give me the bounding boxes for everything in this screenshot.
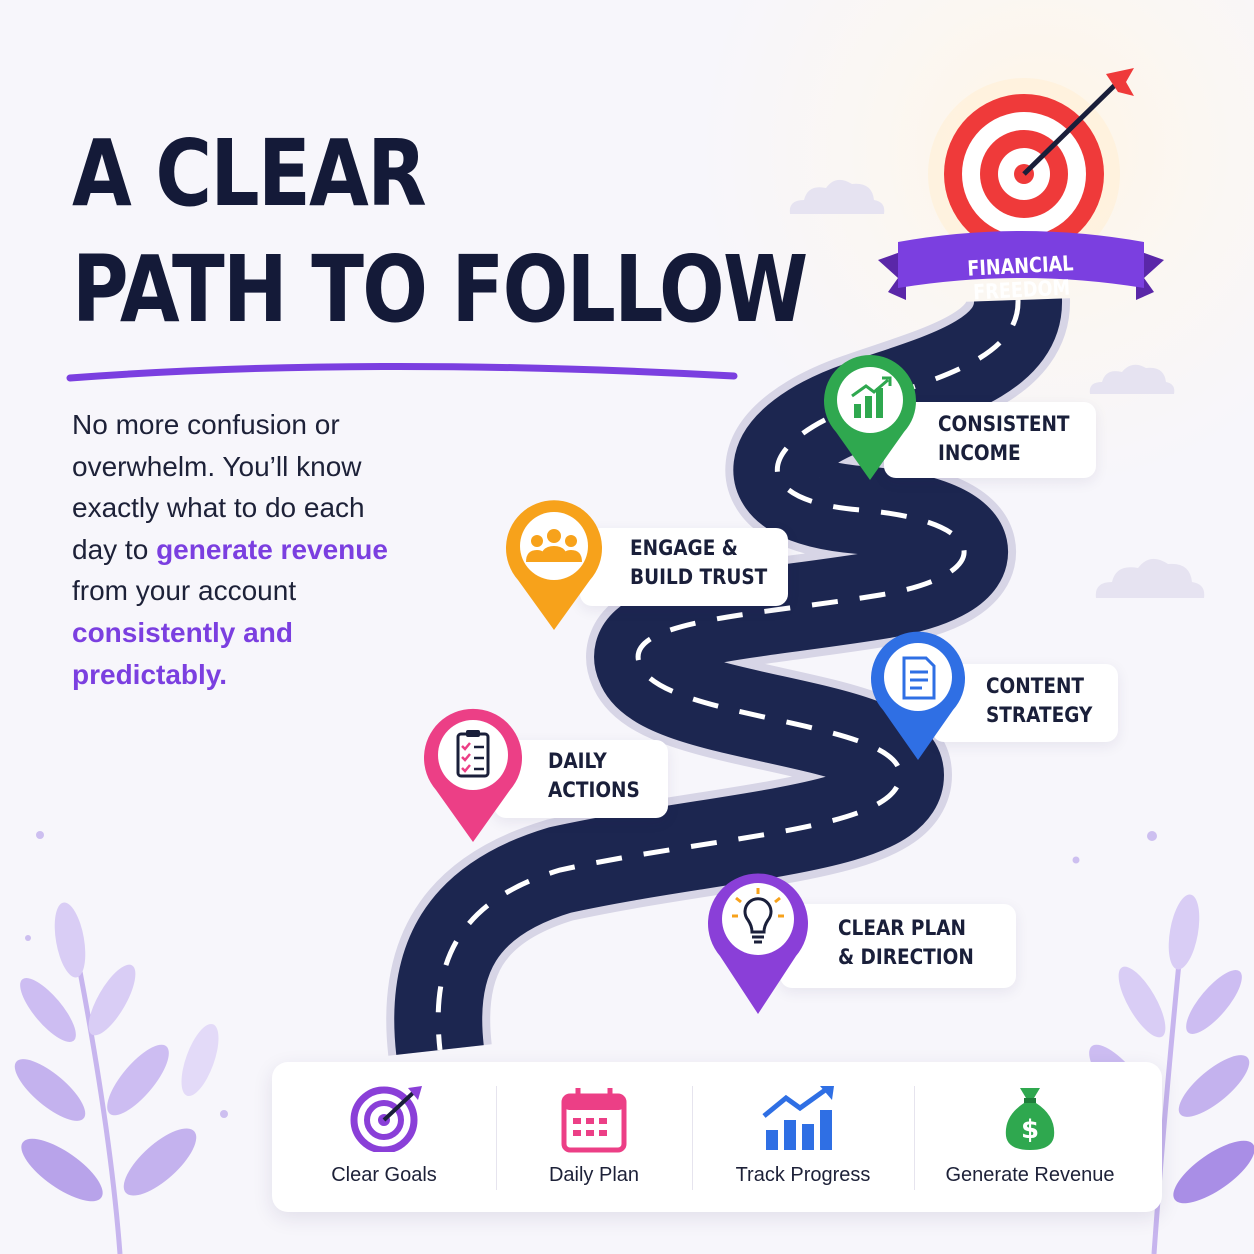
- feature-label: Clear Goals: [331, 1164, 437, 1186]
- milestone-card-clear-plan: [780, 904, 1016, 988]
- growth-chart-icon: [824, 355, 916, 480]
- feature-separator: [496, 1086, 497, 1190]
- milestone-label: DAILY ACTIONS: [548, 749, 640, 802]
- milestone-label: ENGAGE & BUILD TRUST: [630, 536, 768, 589]
- feature-clear-goals: Clear Goals: [272, 1062, 496, 1212]
- milestone-card-daily-actions: [494, 740, 668, 818]
- cloud-decoration: [1089, 364, 1175, 394]
- people-group-icon: [506, 500, 602, 630]
- description-part-1: No more confusion or overwhelm. You’ll k…: [72, 409, 365, 565]
- milestone-label: CONTENT STRATEGY: [986, 674, 1093, 727]
- title-line-1: A CLEAR: [72, 120, 427, 227]
- feature-daily-plan: Daily Plan: [496, 1062, 692, 1212]
- lightbulb-icon: [708, 873, 808, 1014]
- bar-chart-icon: [762, 1085, 834, 1150]
- financial-freedom-banner: [878, 231, 1164, 300]
- calendar-icon: [561, 1088, 627, 1153]
- features-bar: Clear Goals Daily Plan: [272, 1062, 1162, 1212]
- highlight-consistently: consistently and predictably.: [72, 616, 293, 690]
- bullseye-target-icon: [928, 68, 1134, 252]
- feature-generate-revenue: $ Generate Revenue: [914, 1062, 1146, 1212]
- feature-label: Track Progress: [735, 1164, 871, 1186]
- title-underline: [66, 362, 738, 382]
- milestone-card-engage-build-trust: [580, 528, 788, 606]
- milestone-card-consistent-income: [884, 402, 1096, 478]
- description-text: No more confusion or overwhelm. You’ll k…: [72, 404, 392, 695]
- feature-separator: [914, 1086, 915, 1190]
- milestone-label: CLEAR PLAN & DIRECTION: [838, 916, 974, 969]
- feature-label: Generate Revenue: [945, 1164, 1115, 1186]
- money-bag-icon: $: [1005, 1088, 1055, 1150]
- feature-label: Daily Plan: [548, 1164, 640, 1186]
- target-icon: [350, 1086, 422, 1152]
- feature-track-progress: Track Progress: [692, 1062, 914, 1212]
- description-part-2: from your account: [72, 575, 297, 607]
- page-title: A CLEAR PATH TO FOLLOW: [72, 116, 808, 348]
- document-icon: [871, 631, 965, 760]
- leaves-decoration: [14, 902, 219, 1254]
- milestone-label: CONSISTENT INCOME: [938, 412, 1070, 465]
- checklist-icon: [424, 708, 522, 842]
- feature-separator: [692, 1086, 693, 1190]
- svg-text:$: $: [1021, 1115, 1039, 1145]
- title-line-2: PATH TO FOLLOW: [72, 236, 808, 343]
- cloud-decoration: [789, 179, 885, 214]
- highlight-generate-revenue: generate revenue: [156, 533, 388, 565]
- banner-text: FINANCIAL FREEDOM: [966, 251, 1075, 305]
- cloud-decoration: [1095, 558, 1205, 598]
